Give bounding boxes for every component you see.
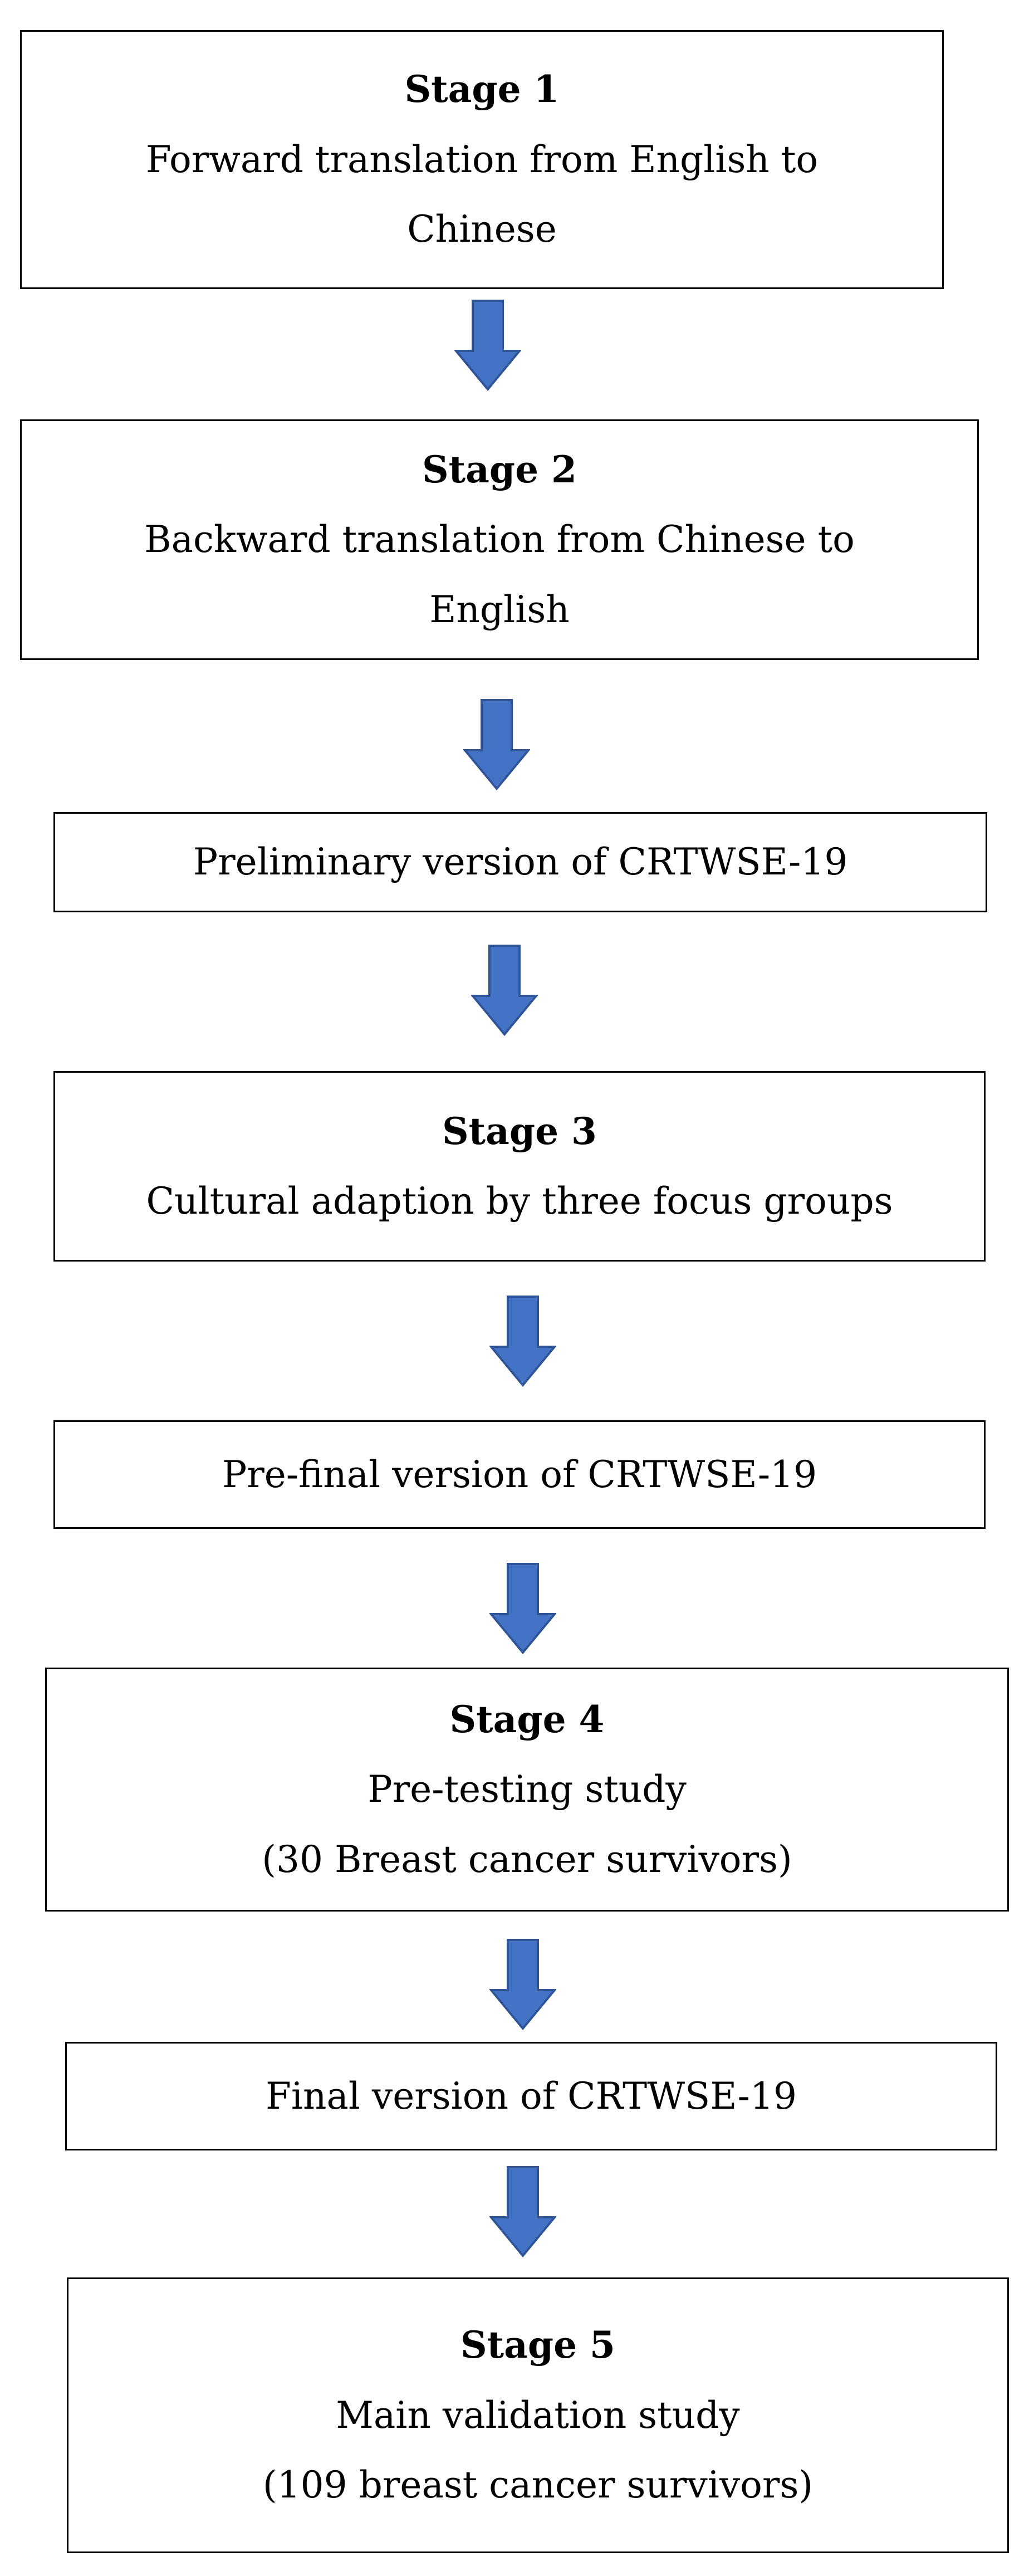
final-version-label: Final version of CRTWSE-19 [266, 2074, 797, 2118]
down-arrow-icon [489, 1295, 556, 1387]
stage4-title: Stage 4 [449, 1697, 605, 1741]
stage5-title: Stage 5 [460, 2323, 615, 2367]
down-arrow-icon [489, 1938, 556, 2030]
stage3-box: Stage 3 Cultural adaption by three focus… [53, 1071, 986, 1262]
stage1-title: Stage 1 [404, 67, 560, 111]
preliminary-version-label: Preliminary version of CRTWSE-19 [193, 840, 848, 884]
stage1-description-line1: Forward translation from English to [145, 138, 819, 181]
stage5-description-line1: Main validation study [336, 2393, 740, 2437]
stage2-description-line2: English [429, 588, 570, 631]
stage2-description-line1: Backward translation from Chinese to [144, 518, 855, 561]
stage2-title: Stage 2 [422, 447, 577, 491]
down-arrow-icon [471, 944, 538, 1036]
down-arrow-icon [463, 698, 530, 790]
prefinal-version-box: Pre-final version of CRTWSE-19 [53, 1420, 986, 1529]
stage4-description-line2: (30 Breast cancer survivors) [262, 1837, 792, 1881]
stage3-description-line1: Cultural adaption by three focus groups [146, 1180, 893, 1223]
stage1-description-line2: Chinese [407, 208, 557, 251]
down-arrow-icon [489, 1562, 556, 1654]
stage2-box: Stage 2 Backward translation from Chines… [20, 419, 979, 660]
stage4-description-line1: Pre-testing study [367, 1768, 687, 1811]
stage1-box: Stage 1 Forward translation from English… [20, 30, 944, 289]
down-arrow-icon [454, 299, 521, 391]
down-arrow-icon [489, 2166, 556, 2257]
stage5-description-line2: (109 breast cancer survivors) [262, 2463, 814, 2507]
stage4-box: Stage 4 Pre-testing study (30 Breast can… [45, 1668, 1009, 1912]
stage3-title: Stage 3 [442, 1109, 597, 1153]
stage5-box: Stage 5 Main validation study (109 breas… [67, 2277, 1009, 2553]
final-version-box: Final version of CRTWSE-19 [65, 2042, 997, 2150]
prefinal-version-label: Pre-final version of CRTWSE-19 [222, 1453, 817, 1496]
preliminary-version-box: Preliminary version of CRTWSE-19 [53, 812, 987, 912]
